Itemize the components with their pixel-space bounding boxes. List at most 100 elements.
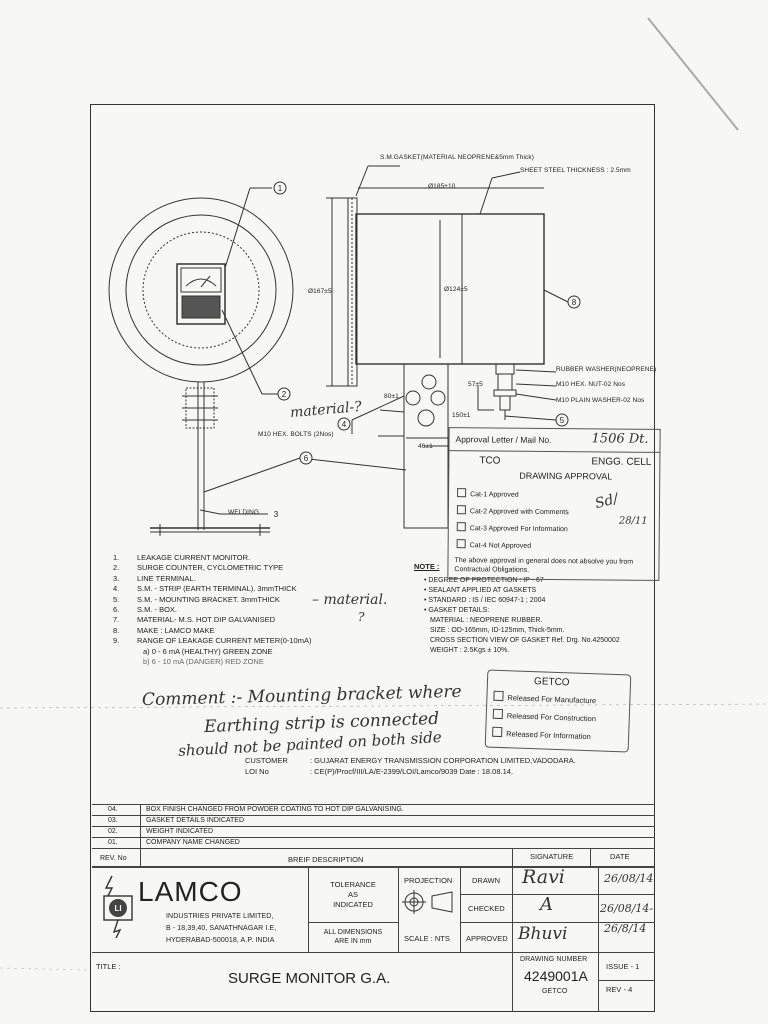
rev-description: COMPANY NAME CHANGED <box>146 839 240 846</box>
meter-window <box>176 263 226 325</box>
rev-description: WEIGHT INDICATED <box>146 828 214 835</box>
rev-number: 04. <box>108 806 118 813</box>
dimension-167: Ø167±5 <box>308 288 332 295</box>
lamco-logo: LI <box>103 875 133 938</box>
drawing-sheet <box>90 104 655 1012</box>
list-item: 4.S.M. - STRIP (EARTH TERMINAL). 3mmTHIC… <box>113 584 297 594</box>
getco-stamp: GETCO Released For Manufacture Released … <box>484 669 632 753</box>
loi-value: : CE(P)/Procf/III/LA/E-2399/LOI/Lamco/90… <box>310 767 514 776</box>
sheet-thickness-note: SHEET STEEL THICKNESS : 2.5mm <box>520 167 631 174</box>
dimension-46: 46±1 <box>418 443 433 450</box>
svg-text:1: 1 <box>278 184 283 193</box>
approval-letter-number: 1506 Dt. <box>591 431 649 447</box>
handwritten-material-note: – material. <box>312 592 388 608</box>
drawing-number-label: DRAWING NUMBER <box>520 956 588 963</box>
approved-label: APPROVED <box>466 934 508 943</box>
list-item: Cat-4 Not Approved <box>456 537 569 555</box>
approved-signature: Bhuvi <box>518 924 568 944</box>
approved-date: 26/8/14 <box>604 922 647 935</box>
approval-org: TCO <box>479 455 501 467</box>
list-item: MATERIAL : NEOPRENE RUBBER. <box>430 617 543 624</box>
svg-text:6: 6 <box>304 454 309 463</box>
notes-label: NOTE : <box>414 562 440 571</box>
inner-circle <box>125 214 277 366</box>
approval-date: 28/11 <box>618 515 648 527</box>
list-item: 5.S.M. - MOUNTING BRACKET. 3mmTHICK <box>113 594 280 604</box>
box-body <box>355 213 545 365</box>
welding-label: WELDING <box>228 509 260 516</box>
scale-cell: SCALE : NTS <box>404 934 450 943</box>
list-item: b) 6 - 10 mA (DANGER) RED ZONE <box>143 657 264 667</box>
gasket-note: S.M.GASKET(MATERIAL NEOPRENE&5mm Thick) <box>380 154 535 161</box>
plain-washer-label: M10 PLAIN WASHER-02 Nos <box>556 397 645 404</box>
list-item: WEIGHT : 2.5Kgs ± 10%. <box>430 647 510 654</box>
company-name: LAMCO <box>138 876 243 907</box>
dimension-57: 57±5 <box>468 381 483 388</box>
handwritten-question-mark: ? <box>358 610 365 624</box>
hex-bolts-label: M10 HEX. BOLTS (2Nos) <box>258 431 334 438</box>
notes-list: • DEGREE OF PROTECTION : IP - 67 • SEALA… <box>424 576 620 656</box>
checked-label: CHECKED <box>468 904 505 913</box>
svg-text:8: 8 <box>572 298 577 307</box>
dimension-150: 150±1 <box>452 412 471 419</box>
drawing-approval-stamp: Approval Letter / Mail No. 1506 Dt. TCO … <box>447 427 661 581</box>
list-item: • GASKET DETAILS: <box>424 607 490 614</box>
list-item: Released For Information <box>492 725 596 747</box>
dimensions-cell: ALL DIMENSIONS ARE IN mm <box>323 929 383 945</box>
drawn-label: DRAWN <box>472 876 501 885</box>
approval-cell: ENGG. CELL <box>591 456 652 468</box>
callout-5 <box>555 413 569 427</box>
getco-stamp-options: Released For Manufacture Released For Co… <box>492 689 597 747</box>
callout-1 <box>273 181 287 195</box>
list-item: 9.RANGE OF LEAKAGE CURRENT METER(0-10mA) <box>113 636 312 646</box>
svg-text:5: 5 <box>560 416 565 425</box>
approval-signature: Sd/ <box>593 490 620 513</box>
list-item: 8.MAKE : LAMCO MAKE <box>113 625 215 635</box>
customer-label: CUSTOMER <box>245 756 288 765</box>
list-item: • STANDARD : IS / IEC 60947-1 ; 2004 <box>424 597 546 604</box>
title-label: TITLE : <box>96 962 121 971</box>
projection-label: PROJECTION <box>404 876 453 885</box>
revision-number: REV - 4 <box>606 985 633 994</box>
tolerance-cell: TOLERANCE AS INDICATED <box>330 880 376 909</box>
list-item: 3.LINE TERMINAL. <box>113 573 196 583</box>
list-item: 2.SURGE COUNTER, CYCLOMETRIC TYPE <box>113 563 284 573</box>
list-item: • SEALANT APPLIED AT GASKETS <box>424 587 537 594</box>
list-item: 6.S.M. - BOX. <box>113 605 178 615</box>
getco-stamp-title: GETCO <box>533 676 570 689</box>
rev-header: REV. No <box>100 855 127 862</box>
list-item: Cat-3 Approved For Information <box>456 520 569 538</box>
drawn-date: 26/08/14 <box>604 872 654 885</box>
company-address-3: HYDERABAD-500018, A.P. INDIA <box>166 937 275 944</box>
list-item: Cat-1 Approved <box>457 486 569 504</box>
svg-text:2: 2 <box>282 390 287 399</box>
approval-letter-label: Approval Letter / Mail No. <box>455 434 552 445</box>
dimension-80: 80±1 <box>384 393 399 400</box>
callout-2 <box>277 387 291 401</box>
checked-date: 26/08/14- <box>600 902 654 915</box>
client-name: GETCO <box>542 988 568 995</box>
checked-signature: A <box>540 894 553 915</box>
date-header: DATE <box>610 852 630 861</box>
list-item: Cat-2 Approved with Comments <box>456 503 569 521</box>
loi-label: LOI No <box>245 767 269 776</box>
callout-4 <box>337 417 351 431</box>
list-item: SIZE : OD-165mm, ID-125mm, Thick-5mm. <box>430 627 565 634</box>
callout-3: 3 <box>274 510 279 519</box>
rev-number: 01. <box>108 839 118 846</box>
rubber-washer-label: RUBBER WASHER(NEOPRENE) <box>556 366 657 373</box>
svg-text:4: 4 <box>342 420 347 429</box>
drawn-signature: Ravi <box>522 866 565 888</box>
rev-description: GASKET DETAILS INDICATED <box>146 817 245 824</box>
rev-number: 02. <box>108 828 118 835</box>
approval-title: DRAWING APPROVAL <box>519 470 613 482</box>
dimension-124: Ø124±5 <box>444 286 468 293</box>
company-address-1: INDUSTRIES PRIVATE LIMITED, <box>166 913 274 920</box>
drawing-number: 4249001A <box>524 968 588 984</box>
drawing-title: SURGE MONITOR G.A. <box>228 970 391 987</box>
rev-description: BOX FINISH CHANGED FROM POWDER COATING T… <box>146 806 404 813</box>
list-item: CROSS SECTION VIEW OF GASKET Ref. Drg. N… <box>430 637 620 644</box>
callout-6 <box>299 451 313 465</box>
